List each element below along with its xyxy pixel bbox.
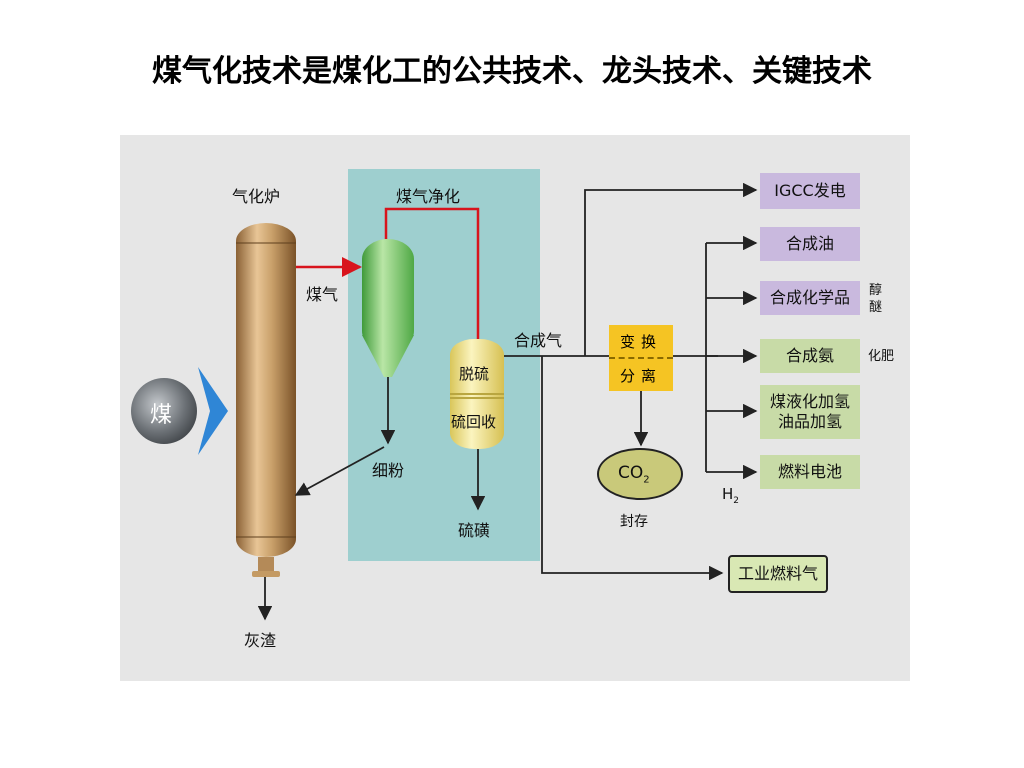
ash-label: 灰渣 (244, 631, 277, 650)
syngas-label: 合成气 (514, 331, 563, 350)
alcohol-note: 醇 (869, 283, 883, 298)
gasifier-outlet (258, 557, 274, 573)
raw-gas-label: 煤气 (306, 285, 339, 304)
industrial-fuel-gas-box: 工业燃料气 (728, 555, 828, 593)
purification-label: 煤气净化 (396, 187, 461, 206)
gasifier-body (236, 223, 296, 557)
liquefaction-line-1: 煤液化加氢 (769, 392, 850, 411)
fine-powder-label: 细粉 (372, 461, 405, 480)
synthetic-oil-box: 合成油 (760, 227, 860, 261)
purification-zone (348, 169, 540, 561)
storage-label: 封存 (620, 514, 648, 530)
h2-label: H2 (722, 485, 740, 506)
desulfur-label: 脱硫 (459, 365, 490, 383)
fine-powder-return-arrow (294, 446, 385, 496)
sulfur-label: 硫磺 (458, 521, 491, 540)
ether-note: 醚 (869, 300, 883, 315)
gasifier-label: 气化炉 (232, 187, 281, 206)
coal-liquefaction-box: 煤液化加氢 油品加氢 (760, 385, 860, 439)
shift-separation-box: 变换 分离 (609, 325, 673, 391)
coal-label: 煤 (150, 403, 173, 428)
synthetic-ammonia-box: 合成氨 (760, 339, 860, 373)
synthetic-chemicals-box: 合成化学品 (760, 281, 860, 315)
coal-feed-arrow-icon (198, 367, 228, 455)
scrubber-vessel (362, 239, 414, 351)
co2-ellipse (597, 448, 683, 500)
co2-label: CO2 (618, 463, 650, 486)
fuel-gas-branch (541, 356, 724, 581)
fertilizer-note: 化肥 (868, 349, 895, 364)
separation-label: 分离 (619, 366, 662, 385)
shift-label: 变换 (619, 332, 662, 351)
igcc-power-box: IGCC发电 (760, 173, 860, 209)
liquefaction-line-2: 油品加氢 (777, 412, 842, 431)
slide-title: 煤气化技术是煤化工的公共技术、龙头技术、关键技术 (152, 54, 872, 89)
sulfur-recovery-label: 硫回收 (451, 413, 497, 431)
coal-icon (131, 378, 197, 444)
fuel-cell-box: 燃料电池 (760, 455, 860, 489)
purified-gas-line (384, 207, 480, 339)
coal-gasification-diagram: 气化炉 煤 煤气 煤气净化 细粉 灰渣 脱硫 硫回收 硫磺 合成气 变换 分离 … (120, 135, 910, 681)
igcc-branch (584, 182, 758, 356)
